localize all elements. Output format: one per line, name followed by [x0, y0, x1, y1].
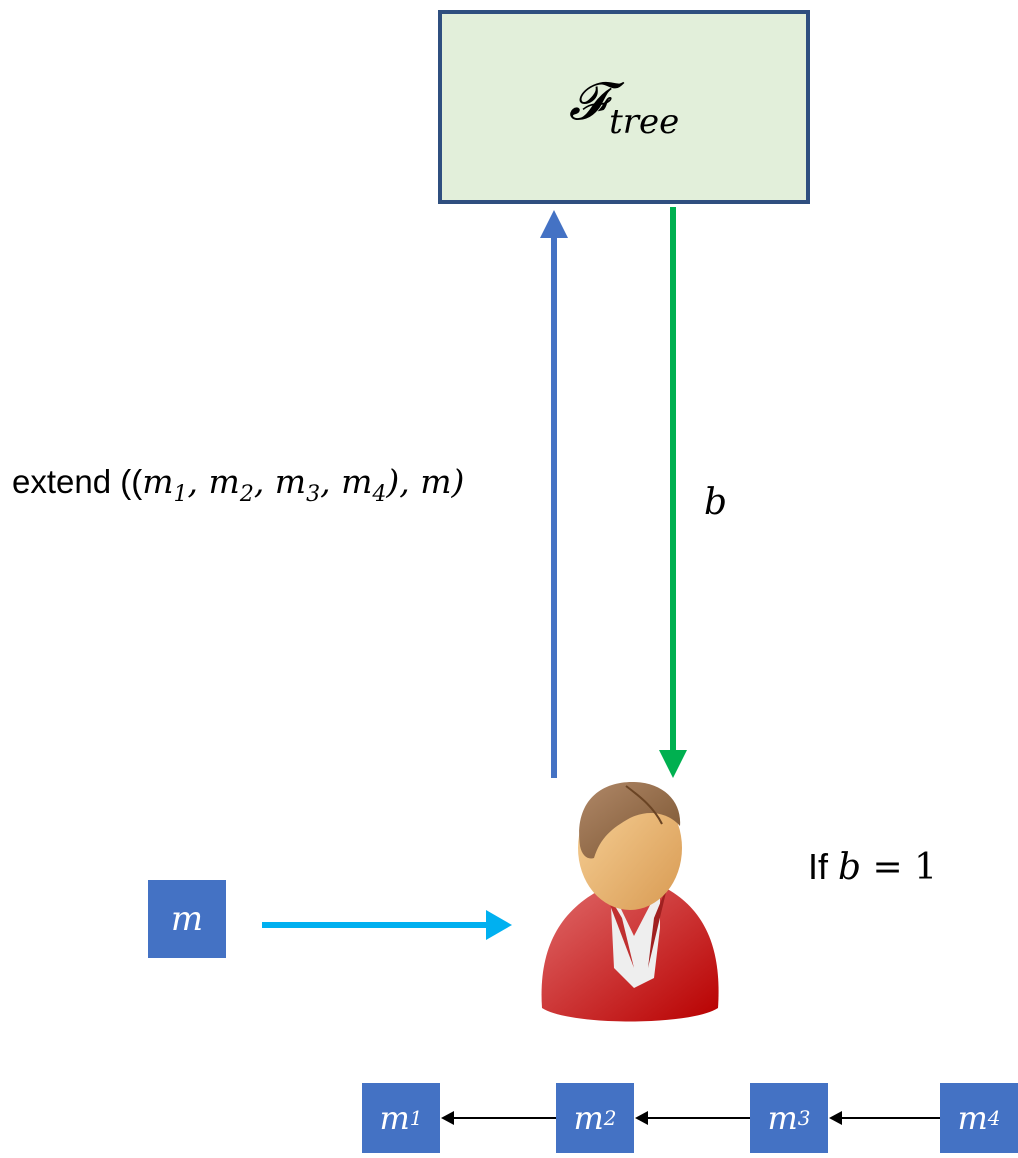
extend-item-2-var: m	[209, 462, 240, 501]
chain-arrowhead-3-2	[635, 1111, 648, 1125]
extend-item-4-sub: 4	[372, 482, 386, 507]
condition-rest: = 1	[861, 847, 937, 888]
chain-block-1-var: m	[379, 1099, 409, 1137]
chain-block-4-sub: 4	[988, 1106, 1001, 1130]
condition-prefix: If	[808, 846, 838, 887]
extend-last-var: m	[420, 462, 451, 501]
chain-block-3-var: m	[767, 1099, 797, 1137]
extend-call-label: extend ((m1, m2, m3, m4), m)	[12, 462, 464, 507]
response-label: b	[704, 482, 727, 523]
request-arrowhead	[540, 210, 568, 238]
input-block-var: m	[171, 899, 203, 939]
condition-label: If b = 1	[808, 846, 937, 888]
chain-block-2-sub: 2	[604, 1106, 617, 1130]
extend-item-1-var: m	[142, 462, 173, 501]
chain-block-4-var: m	[957, 1099, 987, 1137]
functionality-subscript: tree	[609, 102, 679, 142]
extend-separator: ,	[254, 462, 275, 501]
chain-arrowhead-2-1	[441, 1111, 454, 1125]
extend-separator: ,	[188, 462, 209, 501]
extend-middle: ),	[386, 462, 420, 501]
extend-item-1-sub: 1	[174, 482, 188, 507]
user-icon	[530, 768, 730, 1035]
extend-prefix: extend ((	[12, 463, 142, 500]
functionality-box: 𝓕tree	[438, 10, 810, 204]
extend-item-3-sub: 3	[306, 482, 320, 507]
chain-block-1-sub: 1	[410, 1106, 423, 1130]
chain-arrowhead-4-3	[829, 1111, 842, 1125]
extend-item-3-var: m	[275, 462, 306, 501]
functionality-label: 𝓕tree	[569, 72, 680, 142]
condition-var: b	[838, 847, 861, 888]
input-arrowhead	[486, 910, 512, 940]
functionality-symbol: 𝓕	[569, 72, 607, 132]
input-block: m	[148, 880, 226, 958]
extend-suffix: )	[452, 462, 465, 501]
extend-item-4-var: m	[341, 462, 372, 501]
chain-block-2-var: m	[573, 1099, 603, 1137]
extend-item-2-sub: 2	[240, 482, 254, 507]
extend-separator: ,	[320, 462, 341, 501]
chain-block-3-sub: 3	[798, 1106, 811, 1130]
